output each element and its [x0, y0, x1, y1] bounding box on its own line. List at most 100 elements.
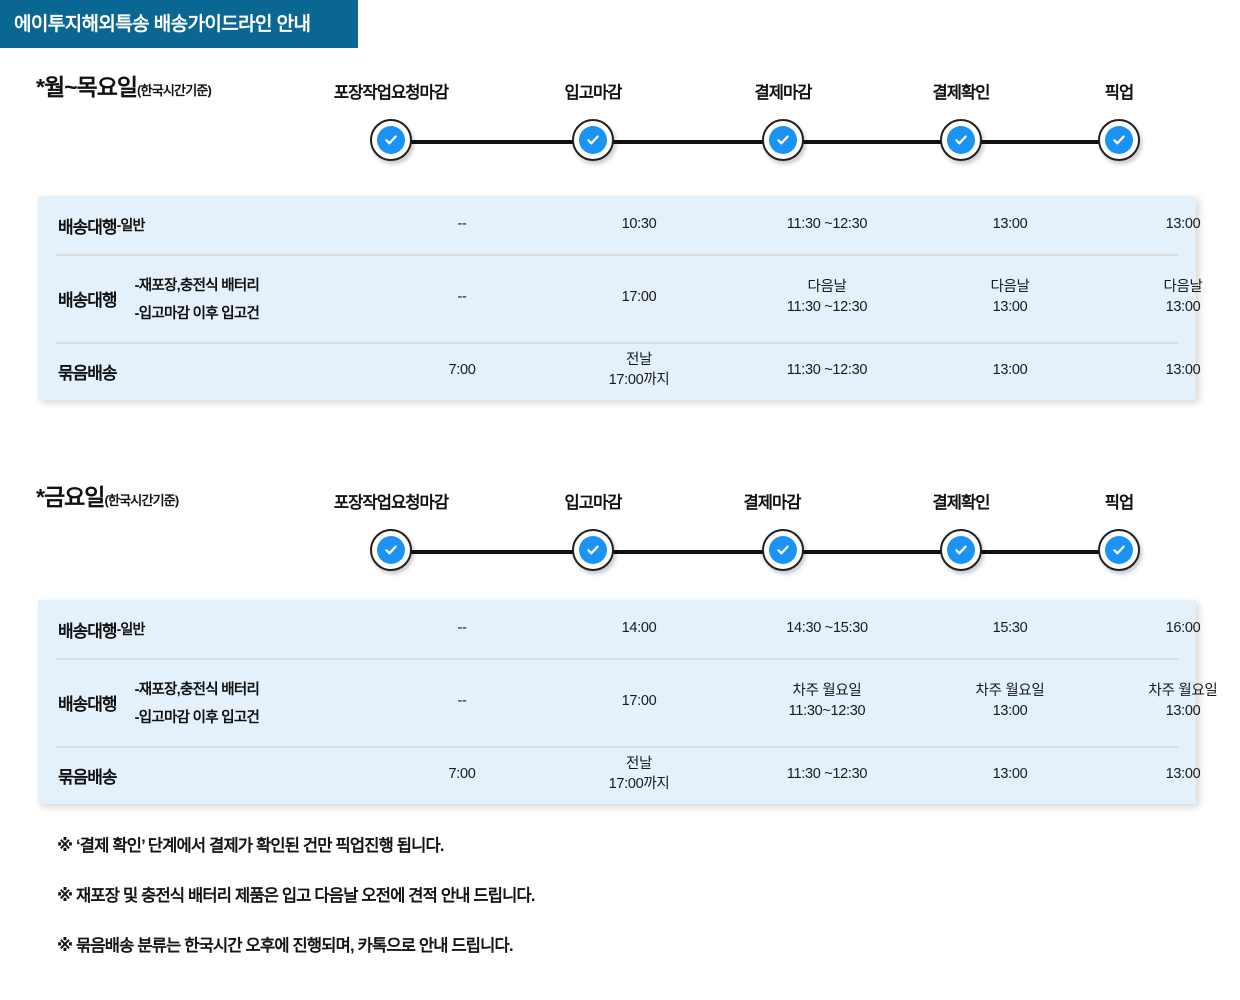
row-label-main: 묶음배송: [58, 767, 118, 787]
cell-packing-deadline: --: [457, 216, 467, 233]
stepper-friday: [0, 522, 1240, 580]
row-label-main: 묶음배송: [58, 363, 118, 383]
cell-pickup: 13:00: [1165, 216, 1201, 233]
row-label-main: 배송대행: [58, 217, 118, 237]
day-label-main: *월~목요일: [36, 74, 138, 100]
cell-payment-confirm: 13:00: [992, 766, 1028, 783]
section-friday-header: *금요일(한국시간기준) 포장작업요청마감 입고마감 결제마감 결제확인 픽업: [0, 480, 1240, 522]
day-label-friday: *금요일(한국시간기준): [36, 484, 179, 510]
cell-payment-deadline: 11:30 ~12:30: [786, 362, 868, 379]
cell-payment-confirm: 다음날 13:00: [990, 279, 1030, 315]
row-label: 묶음배송: [38, 763, 378, 788]
step-header-1: 입고마감: [564, 494, 622, 512]
row-label-inline: -일반: [116, 217, 146, 233]
cell-inbound-deadline: 전날 17:00까지: [608, 756, 670, 792]
cell-inbound-deadline: 17:00: [621, 693, 657, 710]
cell-pickup: 13:00: [1165, 766, 1201, 783]
step-header-2: 결제마감: [743, 494, 801, 512]
row-label: 배송대행-일반: [38, 213, 378, 238]
cell-payment-confirm: 15:30: [992, 620, 1028, 637]
table-row: 묶음배송 7:00 전날 17:00까지 11:30 ~12:30 13:00 …: [38, 746, 1201, 804]
step-header-2: 결제마감: [754, 84, 812, 102]
stepper-connector-line: [391, 550, 1119, 554]
step-header-0: 포장작업요청마감: [333, 494, 449, 512]
cell-payment-confirm: 13:00: [992, 362, 1028, 379]
section-weekday: *월~목요일(한국시간기준) 포장작업요청마감 입고마감 결제마감 결제확인 픽…: [0, 70, 1240, 170]
cell-packing-deadline: --: [457, 693, 467, 710]
table-row: 배송대행-일반 -- 10:30 11:30 ~12:30 13:00 13:0…: [38, 196, 1201, 254]
check-circle-icon-2: [762, 119, 804, 161]
row-label-note-0: -재포장,충전식 배터리: [134, 681, 260, 698]
footnote-0: ※ ‘결제 확인’ 단계에서 결제가 확인된 건만 픽업진행 됩니다.: [57, 837, 445, 855]
check-disc: [377, 536, 405, 564]
row-label: 배송대행-일반: [38, 617, 378, 642]
cell-packing-deadline: --: [457, 289, 467, 306]
day-label-sub: (한국시간기준): [137, 83, 212, 98]
check-circle-icon-3: [940, 529, 982, 571]
check-circle-icon-4: [1098, 119, 1140, 161]
step-header-3: 결제확인: [932, 494, 990, 512]
footnote-list: ※ ‘결제 확인’ 단계에서 결제가 확인된 건만 픽업진행 됩니다. ※ 재포…: [57, 832, 1157, 982]
check-circle-icon-0: [370, 119, 412, 161]
section-weekday-header: *월~목요일(한국시간기준) 포장작업요청마감 입고마감 결제마감 결제확인 픽…: [0, 70, 1240, 112]
row-label-inline: -일반: [116, 621, 146, 637]
check-disc: [947, 126, 975, 154]
row-label-note-1: -입고마감 이후 입고건: [134, 709, 260, 726]
row-label-notes: -재포장,충전식 배터리 -입고마감 이후 입고건: [135, 274, 260, 323]
cell-packing-deadline: 7:00: [448, 362, 476, 379]
day-label-weekday: *월~목요일(한국시간기준): [36, 74, 212, 100]
row-label-notes: -재포장,충전식 배터리 -입고마감 이후 입고건: [135, 678, 260, 727]
schedule-table-weekday: 배송대행-일반 -- 10:30 11:30 ~12:30 13:00 13:0…: [38, 196, 1203, 400]
step-header-3: 결제확인: [932, 84, 990, 102]
cell-pickup: 다음날 13:00: [1163, 279, 1203, 315]
schedule-table-friday: 배송대행-일반 -- 14:00 14:30 ~15:30 15:30 16:0…: [38, 600, 1218, 804]
cell-payment-deadline: 11:30 ~12:30: [786, 216, 868, 233]
section-friday: *금요일(한국시간기준) 포장작업요청마감 입고마감 결제마감 결제확인 픽업: [0, 480, 1240, 580]
check-disc: [377, 126, 405, 154]
check-disc: [769, 126, 797, 154]
check-circle-icon-1: [572, 119, 614, 161]
cell-pickup: 16:00: [1165, 620, 1201, 637]
step-header-0: 포장작업요청마감: [333, 84, 449, 102]
step-header-1: 입고마감: [564, 84, 622, 102]
cell-pickup: 차주 월요일 13:00: [1148, 683, 1218, 719]
page-banner: 에이투지해외특송 배송가이드라인 안내: [0, 0, 358, 48]
row-label: 배송대행 -재포장,충전식 배터리 -입고마감 이후 입고건: [38, 274, 378, 323]
table-row: 묶음배송 7:00 전날 17:00까지 11:30 ~12:30 13:00 …: [38, 342, 1201, 400]
cell-inbound-deadline: 14:00: [621, 620, 657, 637]
row-label: 묶음배송: [38, 359, 378, 384]
check-circle-icon-3: [940, 119, 982, 161]
cell-payment-deadline: 차주 월요일 11:30~12:30: [788, 683, 866, 719]
table-row: 배송대행 -재포장,충전식 배터리 -입고마감 이후 입고건 -- 17:00 …: [38, 658, 1218, 746]
cell-packing-deadline: --: [457, 620, 467, 637]
row-label-note-0: -재포장,충전식 배터리: [134, 277, 260, 294]
cell-packing-deadline: 7:00: [448, 766, 476, 783]
step-header-4: 픽업: [1104, 494, 1134, 512]
check-disc: [769, 536, 797, 564]
day-label-main: *금요일: [36, 484, 105, 510]
check-disc: [1105, 536, 1133, 564]
cell-payment-deadline: 다음날 11:30 ~12:30: [786, 279, 868, 315]
check-disc: [579, 536, 607, 564]
check-circle-icon-4: [1098, 529, 1140, 571]
check-circle-icon-0: [370, 529, 412, 571]
check-circle-icon-2: [762, 529, 804, 571]
table-row: 배송대행 -재포장,충전식 배터리 -입고마감 이후 입고건 -- 17:00 …: [38, 254, 1203, 342]
step-header-4: 픽업: [1104, 84, 1134, 102]
day-label-sub: (한국시간기준): [104, 493, 179, 508]
cell-inbound-deadline: 17:00: [621, 289, 657, 306]
cell-inbound-deadline: 10:30: [621, 216, 657, 233]
row-label-main: 배송대행: [58, 290, 118, 310]
check-circle-icon-1: [572, 529, 614, 571]
cell-payment-deadline: 11:30 ~12:30: [786, 766, 868, 783]
cell-payment-confirm: 13:00: [992, 216, 1028, 233]
stepper-weekday: [0, 112, 1240, 170]
row-label-main: 배송대행: [58, 621, 118, 641]
stepper-connector-line: [391, 140, 1119, 144]
row-label: 배송대행 -재포장,충전식 배터리 -입고마감 이후 입고건: [38, 678, 378, 727]
footnote-2: ※ 묶음배송 분류는 한국시간 오후에 진행되며, 카톡으로 안내 드립니다.: [57, 937, 514, 955]
cell-pickup: 13:00: [1165, 362, 1201, 379]
check-disc: [1105, 126, 1133, 154]
cell-payment-confirm: 차주 월요일 13:00: [975, 683, 1045, 719]
row-label-note-1: -입고마감 이후 입고건: [134, 305, 260, 322]
